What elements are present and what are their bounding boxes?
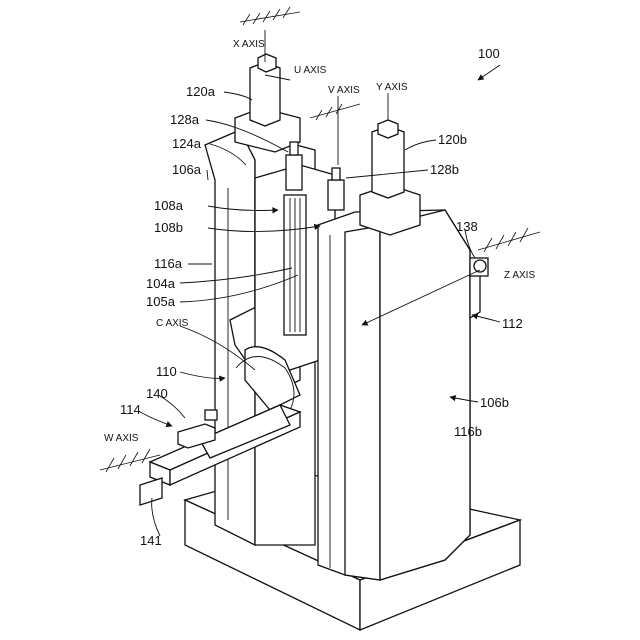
x-axis-label: X AXIS bbox=[233, 39, 265, 50]
label-108a: 108a bbox=[154, 198, 184, 213]
label-120a: 120a bbox=[186, 84, 216, 99]
label-110: 110 bbox=[156, 364, 177, 379]
label-106b: 106b bbox=[480, 395, 509, 410]
label-108b: 108b bbox=[154, 220, 183, 235]
label-140: 140 bbox=[146, 386, 168, 401]
label-138: 138 bbox=[456, 219, 478, 234]
u-axis-label: U AXIS bbox=[294, 65, 327, 76]
label-141: 141 bbox=[140, 533, 162, 548]
z-axis-label: Z AXIS bbox=[504, 270, 535, 281]
ground-hatch-v-axis bbox=[310, 104, 360, 120]
w-axis-label: W AXIS bbox=[104, 433, 139, 444]
label-128a: 128a bbox=[170, 112, 200, 127]
y-axis-actuator-120b bbox=[360, 120, 420, 235]
label-112: 112 bbox=[502, 316, 523, 331]
label-114: 114 bbox=[120, 402, 141, 417]
ground-hatch-top-left bbox=[240, 7, 300, 25]
ground-hatch-right bbox=[478, 228, 540, 252]
label-124a: 124a bbox=[172, 136, 202, 151]
figure-ref-arrow bbox=[478, 65, 500, 80]
label-104a: 104a bbox=[146, 276, 176, 291]
right-column-106b bbox=[318, 210, 470, 580]
label-106a: 106a bbox=[172, 162, 202, 177]
v-axis-label: V AXIS bbox=[328, 85, 360, 96]
label-116a: 116a bbox=[154, 256, 183, 271]
y-axis-label: Y AXIS bbox=[376, 82, 408, 93]
c-axis-label: C AXIS bbox=[156, 318, 189, 329]
z-axis-drive-112 bbox=[470, 258, 488, 318]
label-105a: 105a bbox=[146, 294, 176, 309]
figure-reference-number: 100 bbox=[478, 46, 500, 61]
label-120b: 120b bbox=[438, 132, 467, 147]
label-128b: 128b bbox=[430, 162, 459, 177]
label-116b: 116b bbox=[454, 424, 482, 439]
